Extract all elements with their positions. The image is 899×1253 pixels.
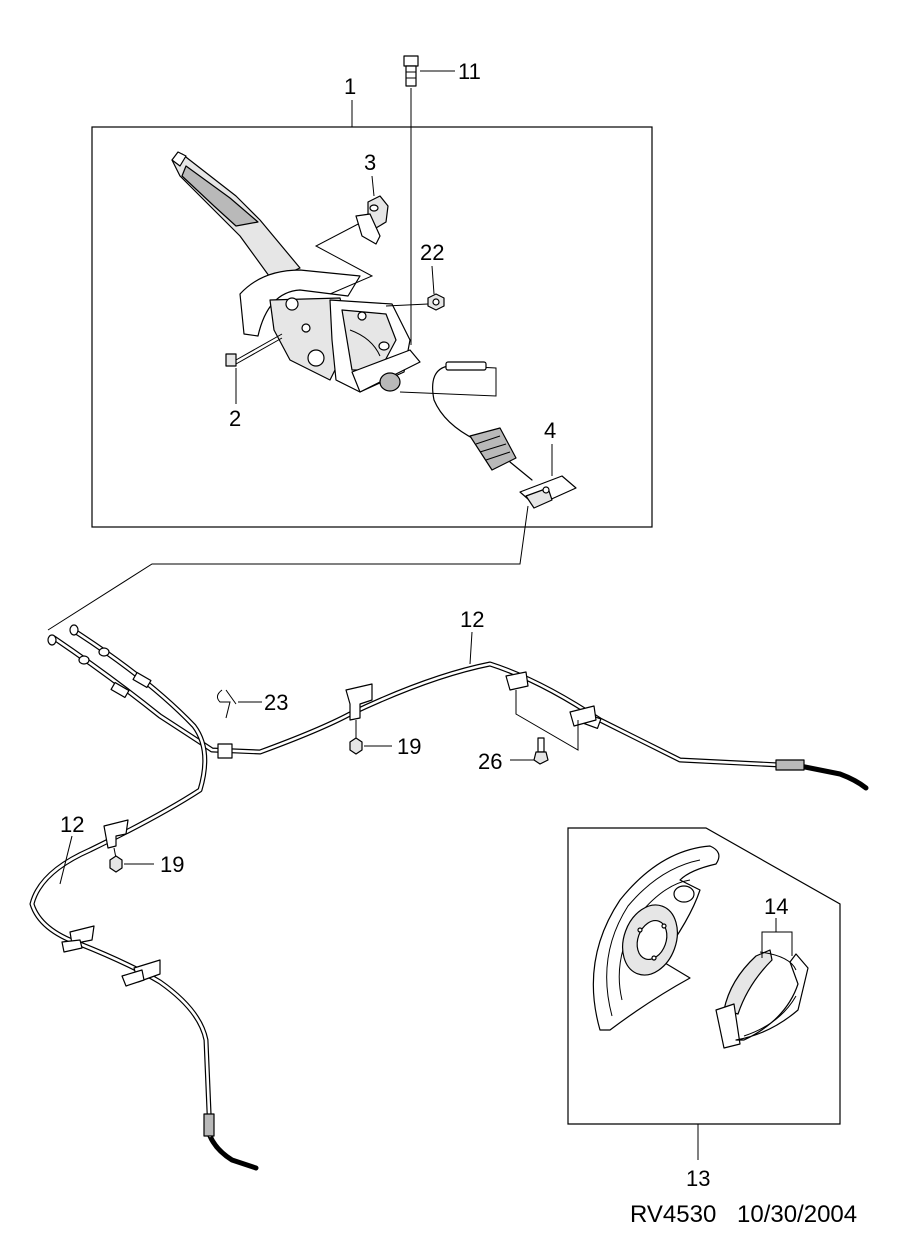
callout-3: 3: [364, 150, 376, 175]
rear-cable-12-left-icon: [29, 629, 259, 1171]
bolt-26-icon: [533, 737, 549, 765]
callout-11: 11: [458, 59, 481, 84]
nut-19a-icon: [349, 737, 363, 755]
backing-plate-icon: [592, 845, 720, 1031]
leader-26: [515, 690, 579, 751]
cable-end-fittings-icon: [47, 624, 805, 1137]
connection-leader: [47, 505, 529, 631]
callout-26: 26: [478, 749, 502, 774]
screw-2-icon: [225, 333, 283, 367]
rear-brake-group-box: [567, 827, 841, 1125]
leader-22: [431, 265, 435, 295]
callout-2: 2: [229, 406, 241, 431]
callout-13: 13: [686, 1166, 710, 1191]
cable-bracket-icon: [61, 671, 597, 987]
leader-22-to-lever: [385, 303, 429, 307]
bolt-11-icon: [403, 55, 419, 87]
lever-assembly-group-box: [91, 126, 653, 528]
callout-19-left: 19: [160, 852, 184, 877]
front-cable-4-icon: [399, 361, 577, 509]
callout-1: 1: [344, 74, 356, 99]
leader-3: [314, 221, 374, 295]
rear-cable-12-right-icon: [51, 635, 869, 791]
callout-23: 23: [264, 690, 288, 715]
drawing-number: RV4530: [630, 1201, 716, 1228]
brake-shoes-14-icon: [715, 949, 809, 1049]
leader-12b: [59, 835, 73, 885]
clip-23-icon: [216, 689, 237, 719]
callout-12-right: 12: [460, 607, 484, 632]
nut-22-icon: [427, 293, 445, 311]
callout-12-left: 12: [60, 812, 84, 837]
leader-12a: [469, 631, 473, 665]
callout-22: 22: [420, 240, 444, 265]
switch-3-icon: [355, 195, 389, 245]
callout-14: 14: [764, 894, 788, 919]
hand-brake-lever-icon: [171, 151, 421, 393]
callout-4: 4: [544, 418, 556, 443]
callout-19-right: 19: [397, 734, 421, 759]
nut-19b-icon: [109, 855, 123, 873]
leader-3-callout: [371, 175, 375, 197]
leader-14: [761, 931, 793, 958]
drawing-date: 10/30/2004: [737, 1201, 857, 1228]
